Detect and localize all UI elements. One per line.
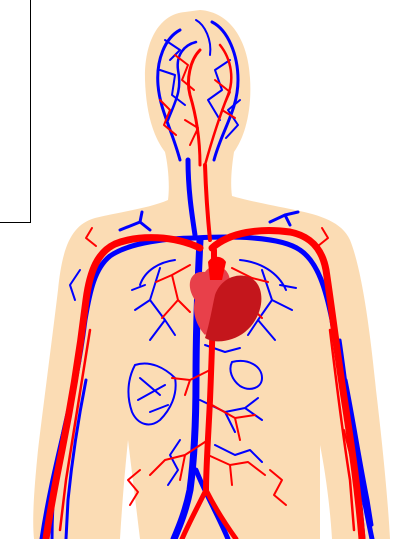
body-diagram-svg — [0, 0, 397, 539]
circulatory-diagram — [0, 0, 397, 539]
